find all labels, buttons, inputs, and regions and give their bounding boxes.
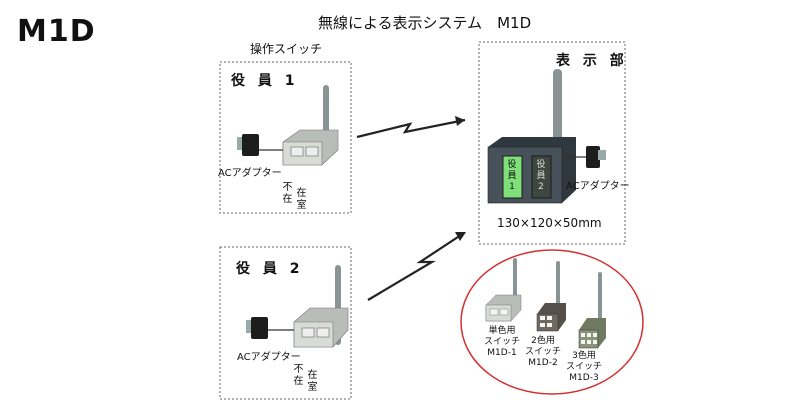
wireless-link-1 [356,118,466,139]
char: 役 [507,160,517,170]
line: 3色用 [572,351,596,361]
diagram-title: 無線による表示システム M1D [318,14,532,32]
display-box [478,41,626,245]
variants-ring [460,249,644,395]
variant-m1d-2-device [536,261,566,332]
operation-switch-label: 操作スイッチ [250,42,323,56]
display-unit-device [487,69,606,204]
officer2-switch-device [246,265,349,348]
variant-m1d-1-device [485,258,522,322]
line: スイッチ [566,362,603,372]
lamp2-label: 役 員 2 [536,160,546,193]
char: 役 [536,160,546,170]
variant-m1d-3-label: 3色用 スイッチ M1D-3 [566,351,602,384]
char: 在 [282,194,293,205]
antenna [553,69,562,153]
line: 単色用 [488,326,516,336]
model-title: M1D [17,14,96,49]
present-button [316,327,330,338]
officer2-ac-adapter-label: ACアダプター [237,352,301,363]
variant-m1d-3-device [578,272,606,349]
present-button [305,146,319,157]
char: 在 [293,376,304,387]
line: M1D-2 [528,358,558,368]
officer2-box [219,246,352,400]
officer1-absent-label: 不 在 [282,182,293,206]
lamp-officer1 [502,155,523,199]
char: 室 [296,200,307,211]
char: 室 [307,382,318,393]
officer2-present-label: 在 室 [307,370,318,394]
officer1-box [219,61,352,214]
line: 2色用 [531,336,555,346]
variant-m1d-2-label: 2色用 スイッチ M1D-2 [525,336,561,369]
char: 不 [282,182,293,193]
char: 在 [307,370,318,381]
absent-button [301,327,315,338]
line: M1D-1 [487,348,517,358]
lamp1-label: 役 員 1 [507,160,517,193]
ac-adapter-icon [586,146,600,168]
line: スイッチ [525,347,562,357]
officer1-label: 役 員 1 [231,73,299,89]
officer1-present-label: 在 室 [296,188,307,212]
variant-m1d-1-label: 単色用 スイッチ M1D-1 [484,326,520,359]
char: 員 [536,171,546,181]
dimensions-label: 130×120×50mm [497,216,602,230]
officer2-absent-label: 不 在 [293,364,304,388]
char: 不 [293,364,304,375]
officer1-switch-device [237,85,339,166]
line: スイッチ [484,337,521,347]
char: 2 [538,182,544,192]
officer1-ac-adapter-label: ACアダプター [218,168,282,179]
lamp-officer2 [531,155,552,199]
char: 在 [296,188,307,199]
ac-adapter-icon [242,134,259,156]
char: 員 [507,171,517,181]
display-unit-label: 表 示 部 [556,53,628,69]
ac-adapter-icon [251,317,268,339]
line: M1D-3 [569,373,599,383]
officer2-label: 役 員 2 [236,261,304,277]
char: 1 [509,182,515,192]
display-ac-adapter-label: ACアダプター [566,181,630,192]
wireless-link-2 [367,232,465,301]
absent-button [290,146,304,157]
